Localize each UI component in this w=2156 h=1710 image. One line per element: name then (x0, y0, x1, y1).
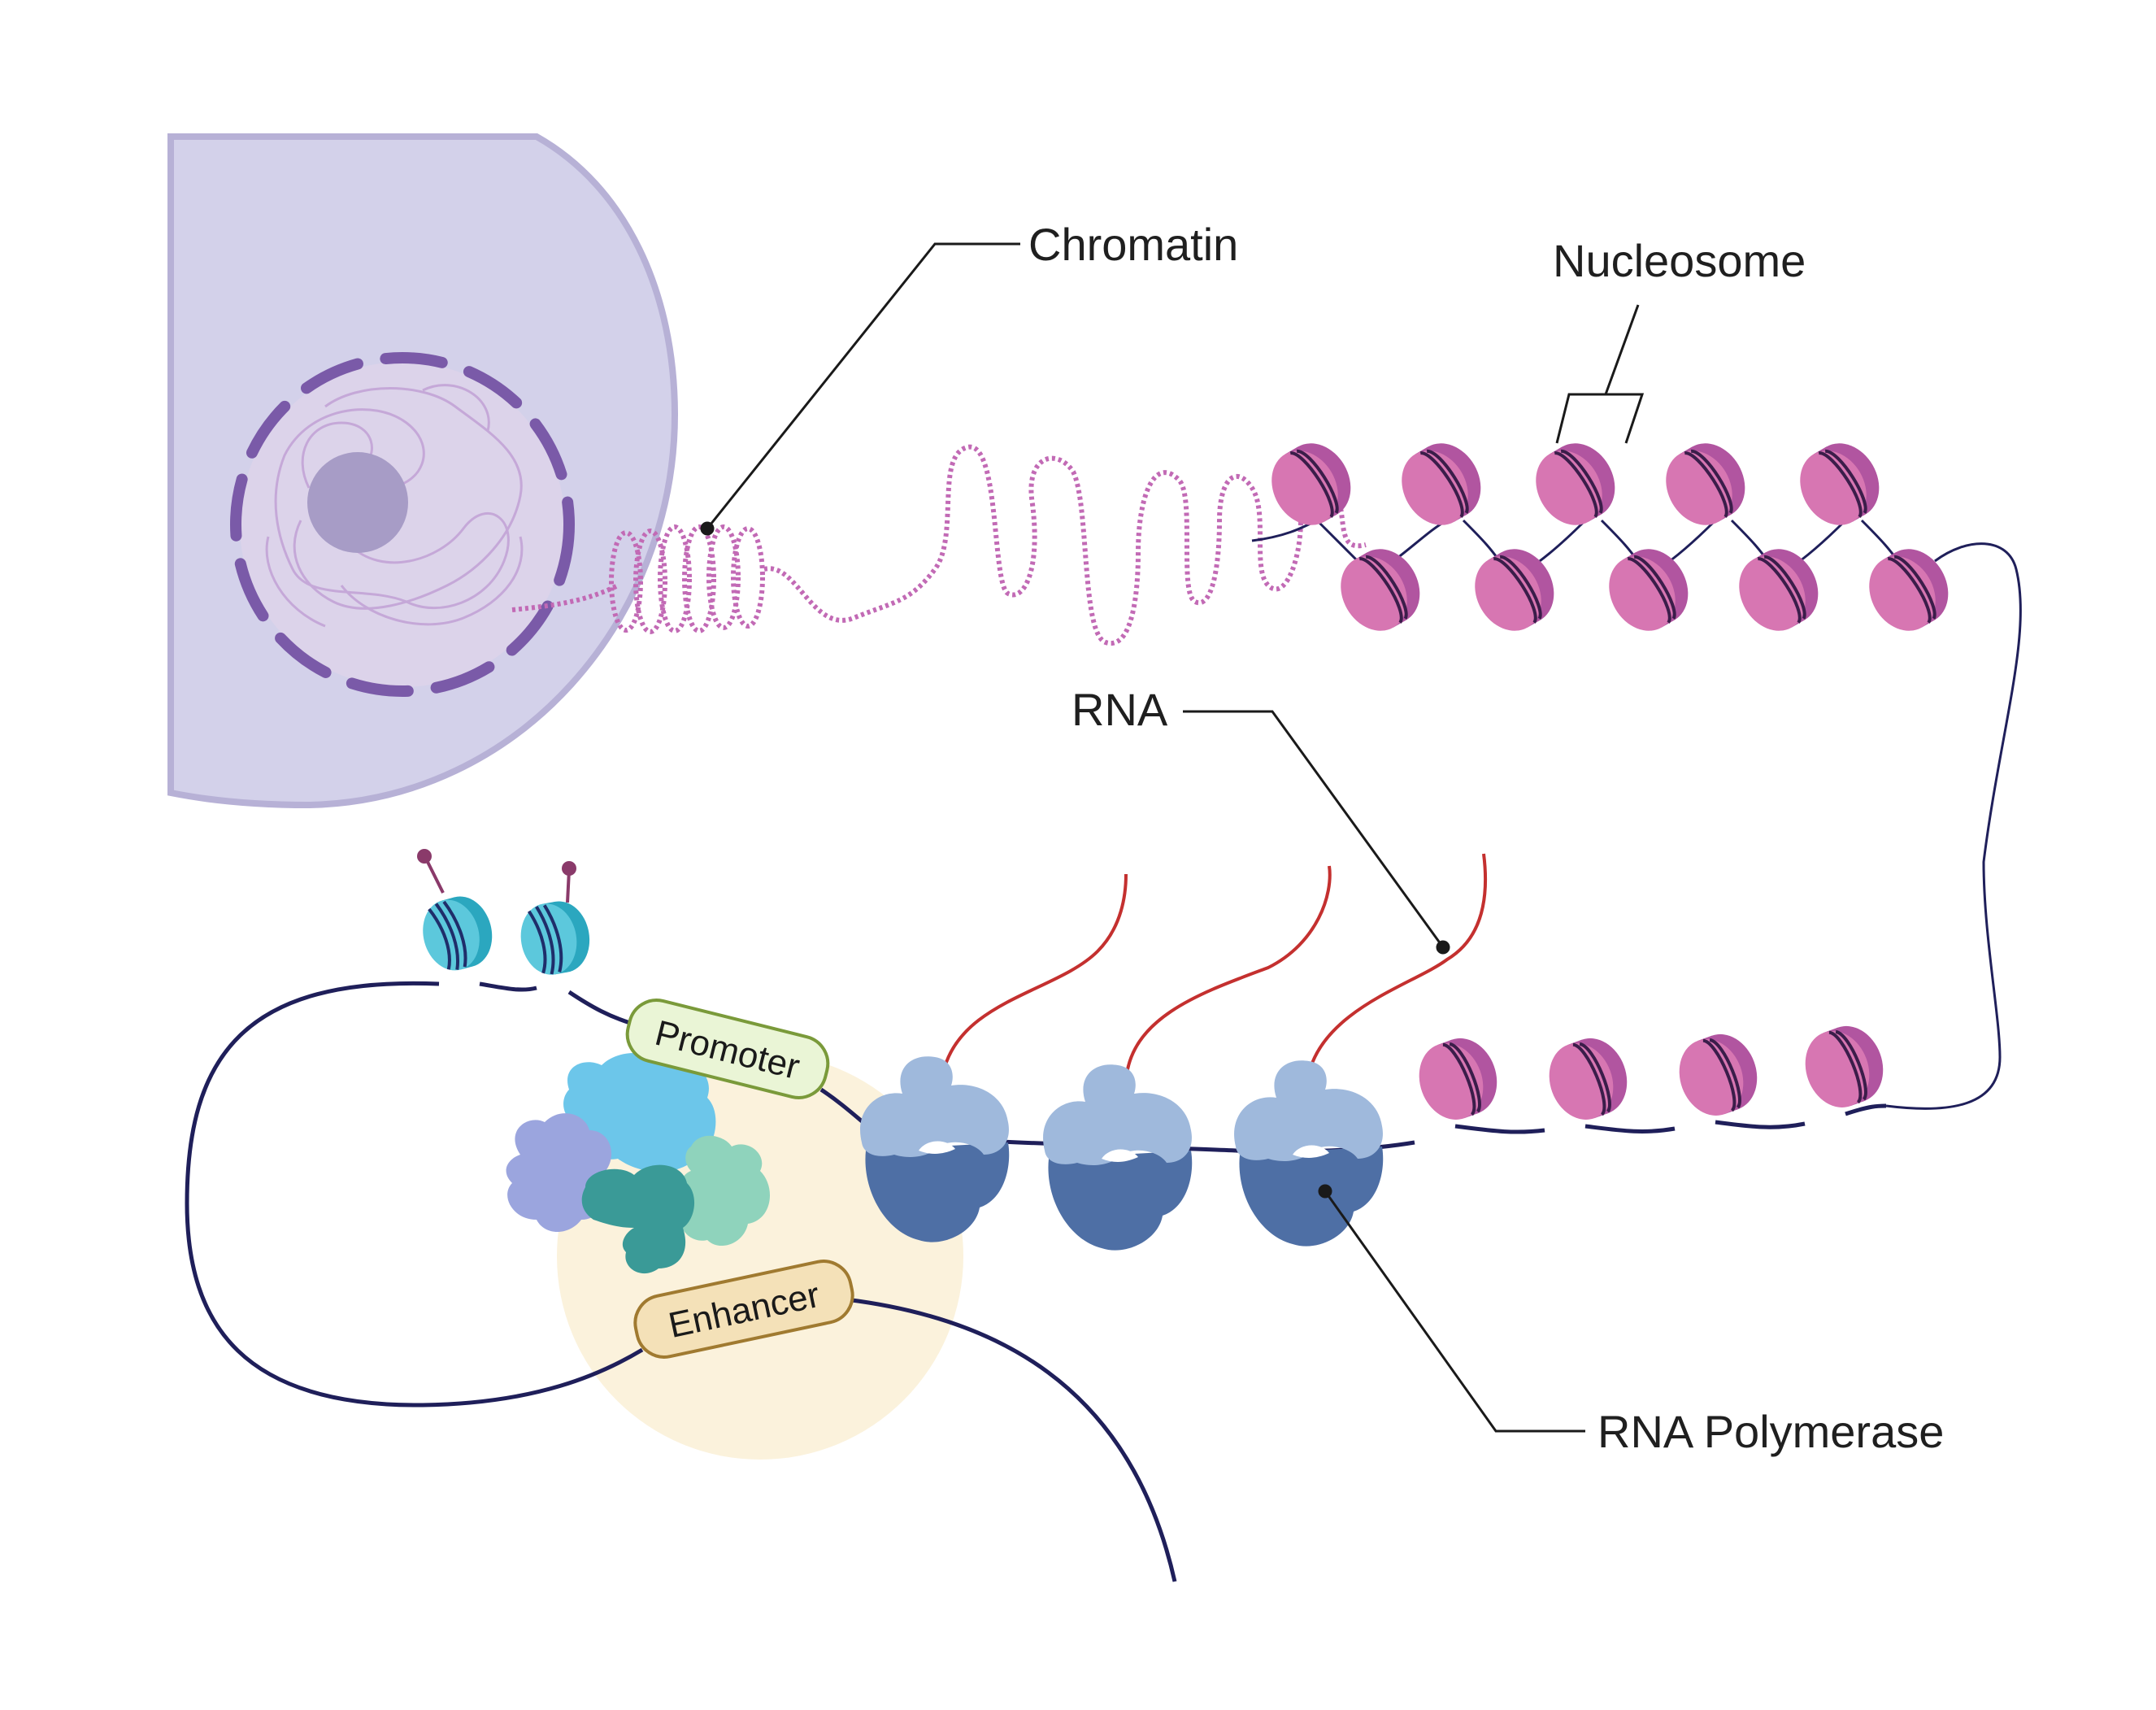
chromatin-tangle (265, 384, 524, 628)
histone-mark-2 (562, 861, 576, 876)
rna-polymerase-2 (1043, 1064, 1193, 1251)
chromatin-leader (706, 242, 1020, 529)
dna-lower (185, 981, 1887, 1582)
nucleolus (307, 452, 408, 553)
nucleosome-6 (1594, 535, 1703, 645)
nucleosome-13 (1667, 1023, 1770, 1127)
mediator-complex (506, 1053, 770, 1274)
teal-nucleosome-2 (513, 894, 597, 981)
rna-label: RNA (1071, 684, 1168, 735)
nucleosome-7 (1651, 429, 1760, 539)
nucleosome-5 (1521, 429, 1630, 539)
rna-leader (1183, 710, 1445, 948)
nucleosome-12 (1537, 1027, 1640, 1131)
nucleosome-leader (1604, 304, 1640, 395)
rna-polymerases (860, 1056, 1384, 1251)
chromatin-label: Chromatin (1028, 219, 1238, 270)
chromatin-leader-dot (700, 521, 715, 536)
nucleosome-label: Nucleosome (1553, 235, 1806, 286)
enhancer-element: Enhancer (633, 1260, 854, 1359)
nucleosome-3 (1387, 429, 1496, 539)
histone-mark-1 (417, 849, 432, 864)
chromatin-fiber (511, 444, 1367, 646)
rna-transcripts (941, 853, 1488, 1082)
callouts (700, 242, 1645, 1433)
rna-polymerase-leader-dot (1318, 1184, 1332, 1199)
rna-polymerase-leader (1324, 1190, 1585, 1433)
nucleosome-bracket (1555, 393, 1645, 444)
nucleosome-2 (1326, 535, 1435, 645)
rna-leader-dot (1436, 940, 1450, 955)
teal-nucleosome-1 (413, 888, 502, 979)
nucleosome-string-lower (1406, 1015, 1896, 1131)
nucleosome-11 (1406, 1027, 1510, 1131)
rna-polymerase-3 (1234, 1060, 1384, 1247)
nucleosome-14 (1793, 1015, 1896, 1119)
modified-nucleosomes (413, 849, 597, 981)
nucleosome-8 (1724, 535, 1833, 645)
nucleosome-9 (1785, 429, 1894, 539)
nucleosome-1 (1257, 429, 1366, 539)
nucleus (230, 352, 575, 697)
rna-polymerase-label: RNA Polymerase (1597, 1406, 1944, 1457)
nucleosome-string-upper (1257, 429, 1963, 645)
